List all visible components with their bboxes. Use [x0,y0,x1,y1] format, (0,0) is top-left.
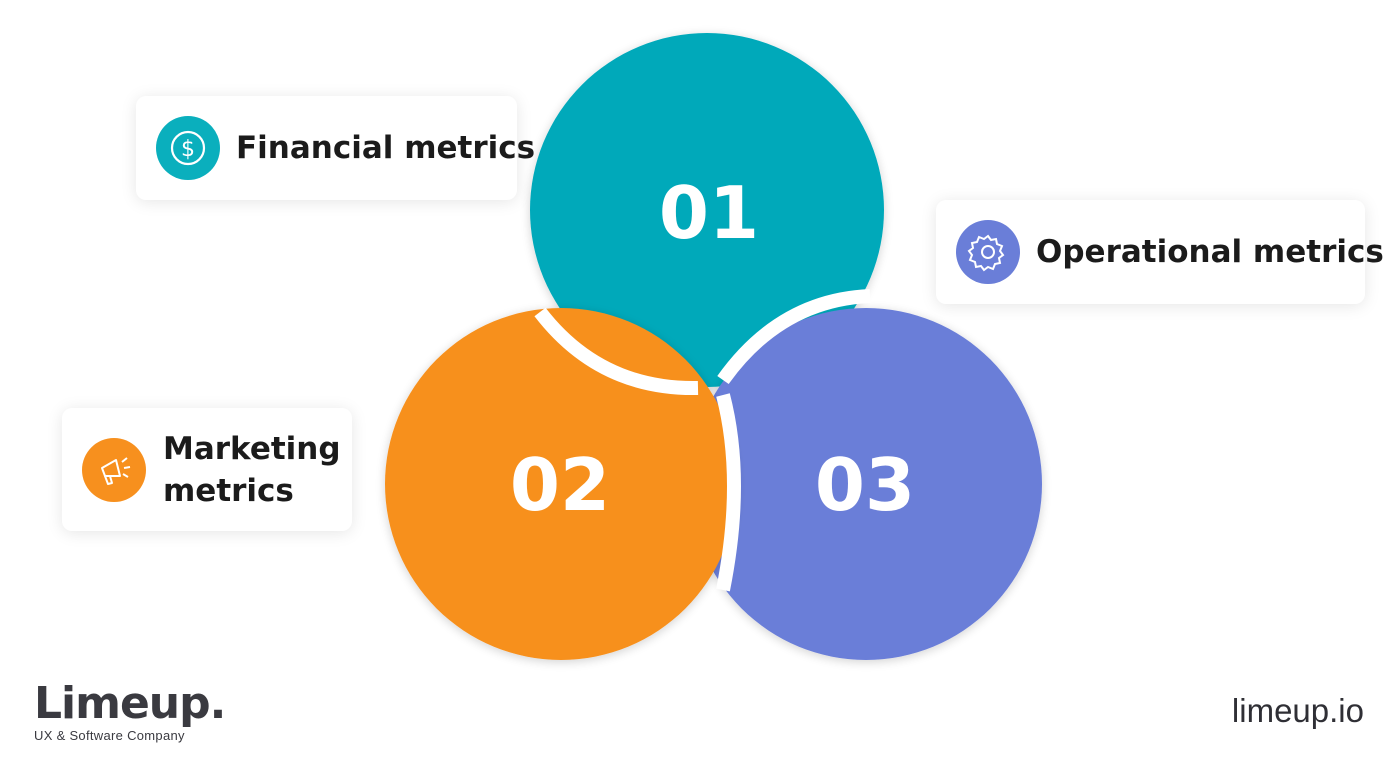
segment-01-number: 01 [659,171,759,255]
megaphone-icon [82,437,146,502]
segment-02-number: 02 [510,443,610,527]
operational-metrics-card: Operational metrics [936,200,1384,304]
separator-curve-3 [716,393,741,592]
financial-metrics-card: $ Financial metrics [136,96,535,200]
financial-metrics-label: Financial metrics [236,130,536,166]
site-url: limeup.io [1231,692,1364,729]
marketing-metrics-card: Marketing metrics [62,408,352,531]
logo-tagline: UX & Software Company [34,728,185,743]
logo-wordmark: Limeup. [34,678,226,729]
dollar-icon: $ [156,116,220,180]
marketing-metrics-label: Marketing metrics [163,430,341,509]
operational-metrics-label: Operational metrics [1036,234,1384,270]
gear-icon [956,220,1020,284]
segment-03: 03 [690,308,1042,660]
separator-curve-2 [717,289,871,385]
segment-02: 02 [385,308,737,660]
svg-text:$: $ [181,137,195,162]
limeup-logo: Limeup. UX & Software Company [34,678,226,744]
separator-curve-1 [534,307,699,396]
segment-03-number: 03 [815,443,915,527]
segment-01: 01 [530,33,884,387]
